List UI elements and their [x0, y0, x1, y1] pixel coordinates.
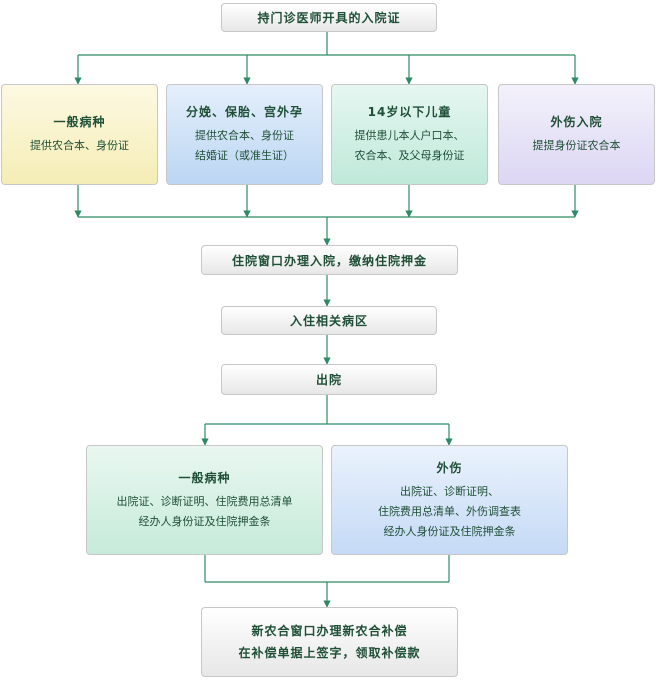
- ward-label: 入住相关病区: [289, 314, 368, 328]
- discharge-general-node: 一般病种 出院证、诊断证明、住院费用总清单 经办人身份证及住院押金条: [86, 445, 323, 555]
- discharge-trauma-line: 住院费用总清单、外伤调查表: [378, 504, 521, 518]
- category-maternity-line: 结婚证（或准生证）: [195, 149, 294, 162]
- admission-window-label: 住院窗口办理入院，缴纳住院押金: [231, 253, 427, 268]
- discharge-label: 出院: [315, 373, 342, 387]
- category-children-node: 14岁以下儿童 提供患儿本人户口本、 农合本、及父母身份证: [331, 84, 488, 185]
- admission-certificate-node: 持门诊医师开具的入院证: [221, 3, 437, 32]
- ncms-reimbursement-node: 新农合窗口办理新农合补偿 在补偿单据上签字，领取补偿款: [201, 607, 458, 677]
- discharge-trauma-node: 外伤 出院证、诊断证明、 住院费用总清单、外伤调查表 经办人身份证及住院押金条: [331, 445, 568, 555]
- category-general-node: 一般病种 提供农合本、身份证: [1, 84, 158, 185]
- category-children-line: 农合本、及父母身份证: [354, 149, 465, 162]
- discharge-general-line: 经办人身份证及住院押金条: [138, 514, 271, 528]
- ncms-reimbursement-line2: 在补偿单据上签字，领取补偿款: [238, 646, 421, 660]
- discharge-trauma-line: 出院证、诊断证明、: [400, 484, 499, 498]
- discharge-general-line: 出院证、诊断证明、住院费用总清单: [116, 494, 293, 508]
- discharge-trauma-line: 经办人身份证及住院押金条: [383, 524, 516, 538]
- category-trauma-line: 提提身份证农合本: [532, 139, 621, 152]
- category-general-title: 一般病种: [53, 115, 106, 129]
- admission-window-node: 住院窗口办理入院，缴纳住院押金: [201, 245, 458, 275]
- discharge-node: 出院: [221, 364, 437, 395]
- discharge-trauma-title: 外伤: [436, 460, 463, 475]
- category-children-title: 14岁以下儿童: [367, 105, 452, 119]
- category-general-line: 提供农合本、身份证: [30, 139, 129, 152]
- ward-node: 入住相关病区: [221, 306, 437, 335]
- category-maternity-title: 分娩、保胎、宫外孕: [185, 105, 303, 119]
- ncms-reimbursement-line1: 新农合窗口办理新农合补偿: [251, 624, 408, 638]
- category-maternity-line: 提供农合本、身份证: [195, 129, 294, 142]
- discharge-general-title: 一般病种: [178, 470, 231, 485]
- category-children-line: 提供患儿本人户口本、: [354, 129, 465, 142]
- category-maternity-node: 分娩、保胎、宫外孕 提供农合本、身份证 结婚证（或准生证）: [166, 84, 323, 185]
- category-trauma-node: 外伤入院 提提身份证农合本: [498, 84, 655, 185]
- category-trauma-title: 外伤入院: [550, 115, 603, 129]
- admission-certificate-label: 持门诊医师开具的入院证: [257, 11, 401, 25]
